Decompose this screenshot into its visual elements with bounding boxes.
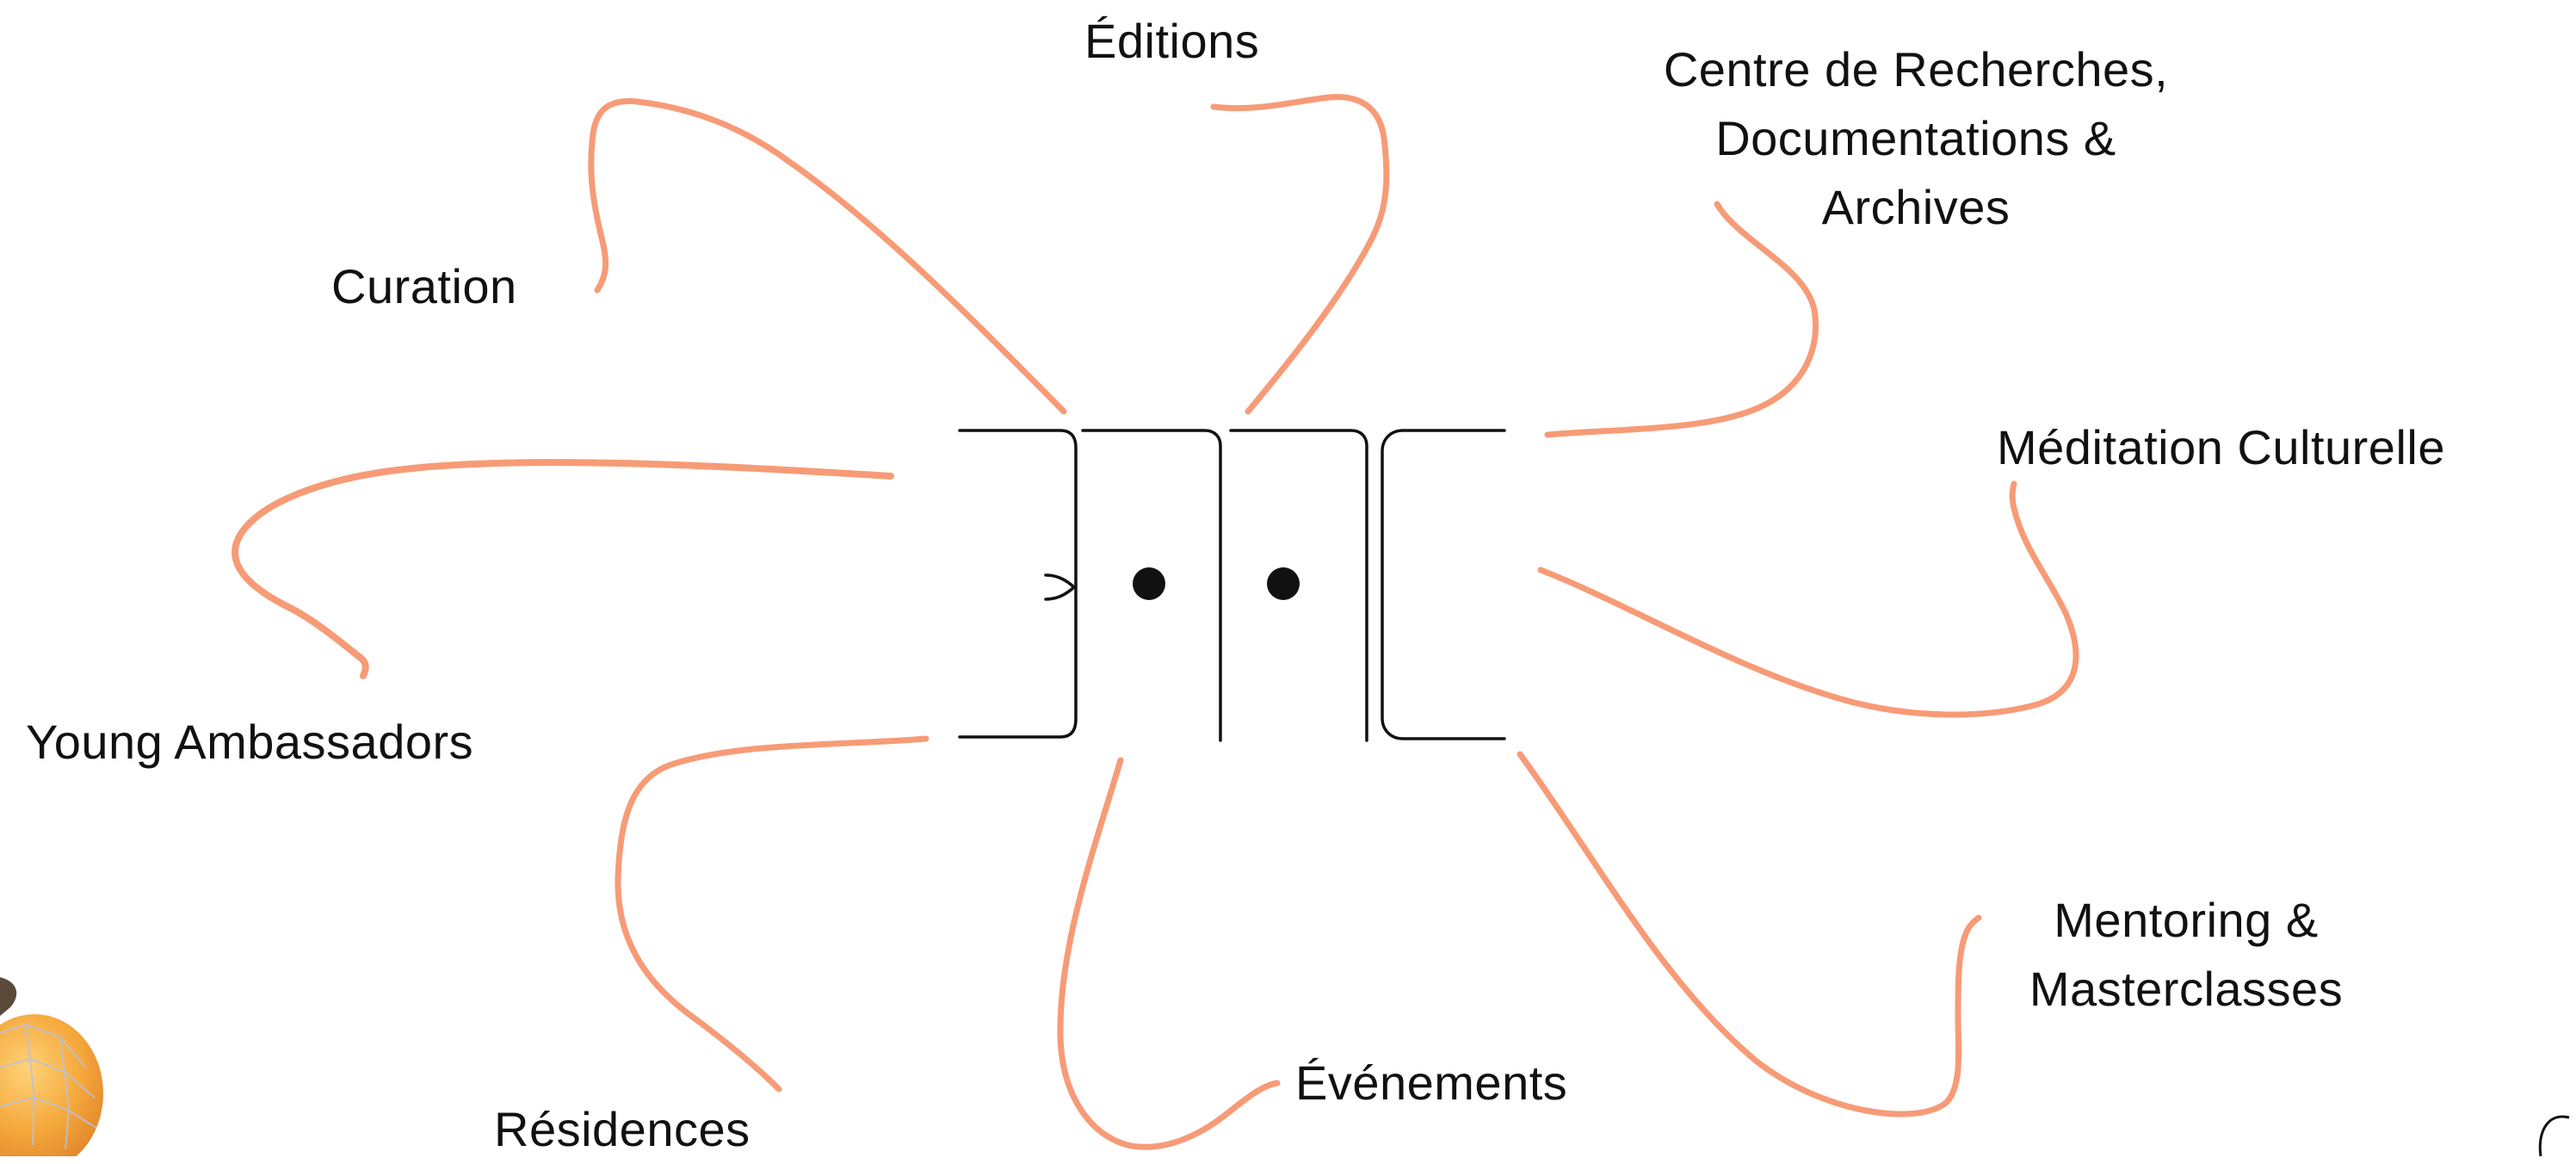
decorative-curve-icon (2538, 1115, 2570, 1156)
connector-mentoring (1517, 751, 1982, 1118)
connector-residences (615, 735, 930, 1093)
label-curation: Curation (331, 259, 517, 313)
logo-panel-middle-right (1229, 429, 1368, 742)
logo-mark-icon (958, 429, 1506, 742)
connector-evenements (1057, 757, 1281, 1150)
logo-bracket-right (1381, 429, 1506, 740)
label-editions: Éditions (1084, 14, 1260, 68)
connectors (232, 94, 2079, 1150)
logo-dot-left (1133, 567, 1165, 600)
label-young-ambassadors: Young Ambassadors (26, 715, 474, 769)
label-meditation-culturelle: Méditation Culturelle (1997, 420, 2445, 474)
connector-crda (1544, 201, 1819, 438)
label-evenements: Événements (1295, 1056, 1568, 1110)
logo-notch (1044, 573, 1076, 601)
label-mentoring-masterclasses: Mentoring & Masterclasses (2029, 893, 2344, 1016)
logo-dot-right (1267, 567, 1300, 600)
connector-meditation (1537, 480, 2079, 718)
connector-young (232, 459, 894, 679)
logo-panel-middle-left (1081, 429, 1222, 742)
decorative-orange-sphere-icon (0, 977, 103, 1156)
logo-bracket-left (958, 429, 1078, 739)
label-centre-recherches: Centre de Recherches, Documentations & A… (1663, 42, 2169, 234)
label-residences: Résidences (494, 1102, 751, 1156)
connector-curation (588, 98, 1067, 415)
connector-editions (1210, 94, 1390, 415)
